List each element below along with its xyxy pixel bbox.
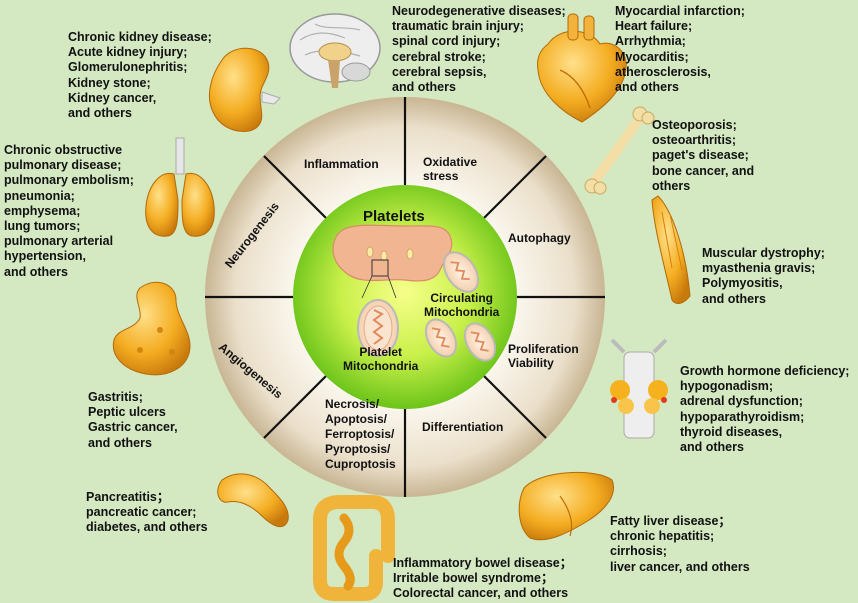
heart-diseases: Myocardial infarction; Heart failure; Ar…	[615, 4, 745, 95]
kidney-icon	[209, 47, 281, 132]
lung-diseases: Chronic obstructive pulmonary disease; p…	[4, 143, 134, 279]
circulating-mitochondria	[424, 251, 497, 362]
sector-autophagy: Autophagy	[508, 231, 571, 245]
thyroid-icon	[610, 338, 668, 439]
sector-inflammation: Inflammation	[304, 157, 379, 171]
sector-oxidative-stress: Oxidative stress	[423, 155, 478, 183]
brain-diseases: Neurodegenerative diseases; traumatic br…	[392, 4, 566, 95]
pancreas-icon	[217, 473, 289, 528]
intestine-diseases: Inflammatory bowel disease； Irritable bo…	[393, 556, 573, 601]
kidney-diseases: Chronic kidney disease; Acute kidney inj…	[68, 30, 212, 121]
liver-icon	[518, 472, 614, 541]
stomach-icon	[112, 281, 191, 376]
sector-proliferation-viability: Proliferation Viability	[508, 342, 579, 370]
brain-icon	[289, 13, 381, 88]
bone-diseases: Osteoporosis; osteoarthritis; paget's di…	[652, 118, 755, 193]
platelet-shape	[332, 224, 453, 299]
intestine-icon	[313, 495, 395, 601]
platelet-mitochondrion	[357, 299, 399, 357]
platelet-mitochondria-label: Platelet Mitochondria	[343, 345, 419, 373]
muscle-icon	[651, 195, 691, 304]
lung-icon	[145, 137, 215, 237]
sector-differentiation: Differentiation	[422, 420, 504, 434]
circulating-mitochondria-label: Circulating Mitochondria	[424, 291, 500, 319]
center-title: Platelets	[363, 208, 425, 225]
muscle-diseases: Muscular dystrophy; myasthenia gravis; P…	[702, 246, 825, 306]
stomach-diseases: Gastritis; Peptic ulcers Gastric cancer,…	[88, 390, 178, 450]
endocrine-diseases: Growth hormone deficiency; hypogonadism;…	[680, 364, 850, 455]
pancreas-diseases: Pancreatitis； pancreatic cancer; diabete…	[86, 490, 208, 535]
bone-icon	[584, 106, 655, 195]
heart-icon	[537, 13, 627, 123]
ring-dividers	[205, 97, 605, 497]
sector-necrosis: Necrosis/ Apoptosis/ Ferroptosis/ Pyropt…	[325, 397, 396, 471]
liver-diseases: Fatty liver disease； chronic hepatitis; …	[610, 514, 750, 574]
